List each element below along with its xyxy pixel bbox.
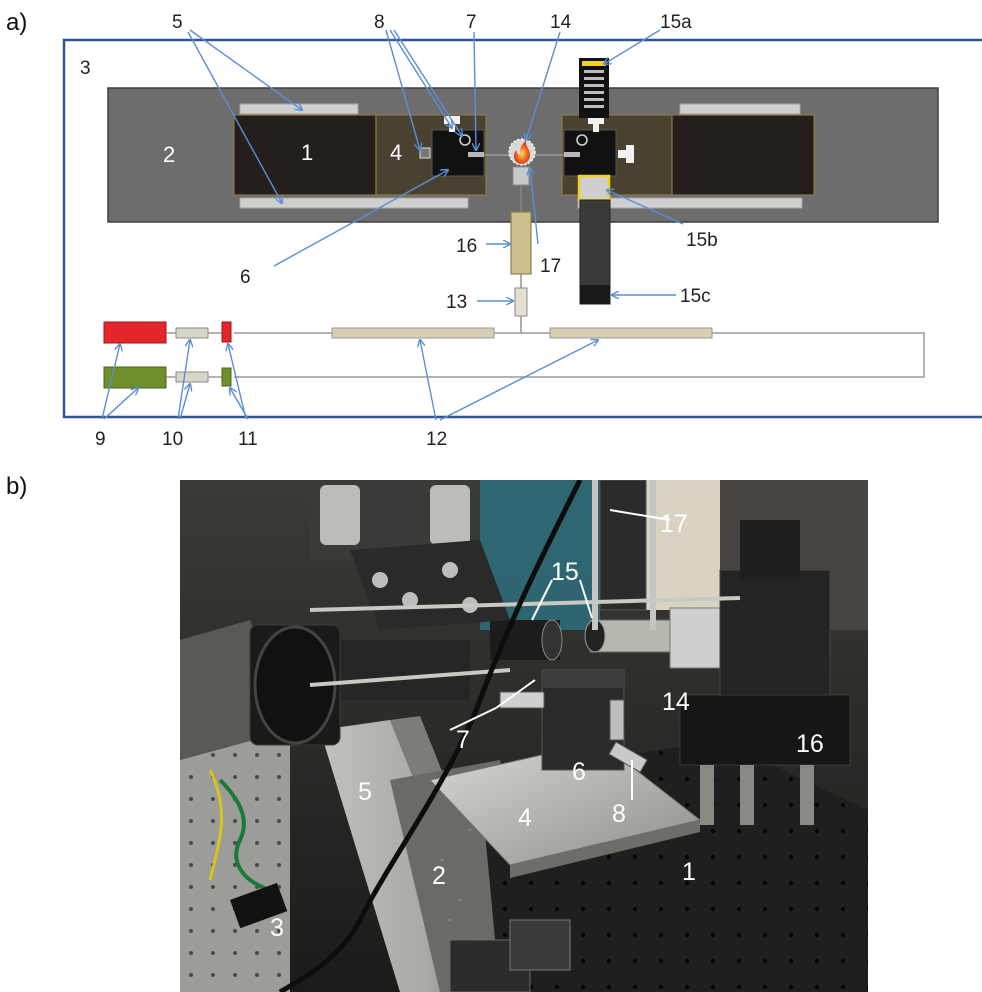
photo-label-1: 1 xyxy=(682,858,696,886)
label-8: 8 xyxy=(374,12,385,33)
photo-label-3: 3 xyxy=(270,914,284,942)
panel-a-label: a) xyxy=(6,9,27,36)
photo-label-17: 17 xyxy=(660,510,688,538)
label-2: 2 xyxy=(163,142,175,167)
light-source xyxy=(510,211,532,275)
label-13: 13 xyxy=(446,292,467,313)
label-17: 17 xyxy=(540,256,561,277)
filter-red xyxy=(221,321,232,343)
photo-label-15: 15 xyxy=(551,558,579,586)
fiber-tube-right xyxy=(549,327,713,339)
optical-table-outline xyxy=(62,38,982,419)
filter-green xyxy=(221,367,232,387)
camera-base xyxy=(580,285,610,304)
flame-icon xyxy=(514,141,530,164)
camera-head-stripes xyxy=(584,70,604,108)
label-10: 10 xyxy=(162,429,183,450)
camera-filter-square xyxy=(577,174,611,202)
collimator-top xyxy=(175,327,209,339)
label-14: 14 xyxy=(550,12,572,33)
right-translation-stage xyxy=(671,114,815,196)
right-knob-top xyxy=(588,116,604,132)
left-objective-lens xyxy=(468,152,484,157)
label-1: 1 xyxy=(301,140,313,165)
label-7: 7 xyxy=(466,12,477,33)
label-16: 16 xyxy=(456,236,477,257)
label-15c: 15c xyxy=(680,286,711,307)
photo-label-16: 16 xyxy=(796,730,824,758)
callout-arrows xyxy=(101,29,684,421)
rail-bottom-left xyxy=(239,197,469,209)
fiber-coupler xyxy=(514,287,528,317)
photo-label-6: 6 xyxy=(572,758,586,786)
camera-head xyxy=(579,58,609,118)
sample-holder xyxy=(512,166,530,186)
rail-bottom-right xyxy=(577,197,803,209)
setup-photo-illustration: 15 17 14 16 7 6 4 8 5 2 1 3 xyxy=(180,480,868,992)
panel-b-label: b) xyxy=(6,473,27,500)
left-adjuster xyxy=(459,134,471,146)
rail-top-right xyxy=(679,103,801,115)
right-objective-lens xyxy=(564,152,580,157)
photo-label-4: 4 xyxy=(518,804,532,832)
photo-label-2: 2 xyxy=(432,862,446,890)
label-5: 5 xyxy=(172,12,183,33)
left-translation-stage xyxy=(233,114,377,196)
schematic-diagram: a) xyxy=(6,9,982,450)
photo-label-5: 5 xyxy=(358,778,372,806)
rail-top-left xyxy=(239,103,359,115)
right-adjuster xyxy=(576,134,588,146)
label-12: 12 xyxy=(426,429,447,450)
photo-label-7: 7 xyxy=(456,726,470,754)
right-knob-side xyxy=(618,145,634,163)
label-4: 4 xyxy=(390,140,402,165)
label-9: 9 xyxy=(95,429,106,450)
label-15b: 15b xyxy=(686,230,718,251)
setup-photo: 15 17 14 16 7 6 4 8 5 2 1 3 xyxy=(180,480,868,992)
label-15a: 15a xyxy=(660,12,692,33)
camera-head-yellow xyxy=(582,61,606,66)
panel-b-label-wrap: b) xyxy=(6,473,27,500)
label-6: 6 xyxy=(240,267,251,288)
photo-label-8: 8 xyxy=(612,800,626,828)
photo-label-14: 14 xyxy=(662,688,690,716)
label-3: 3 xyxy=(80,58,91,79)
label-11: 11 xyxy=(238,429,258,450)
collimator-bottom xyxy=(175,371,209,383)
fiber-path xyxy=(234,332,925,378)
fiber-tube-left xyxy=(331,327,495,339)
left-knob-side xyxy=(419,147,431,159)
laser-red xyxy=(103,321,167,344)
